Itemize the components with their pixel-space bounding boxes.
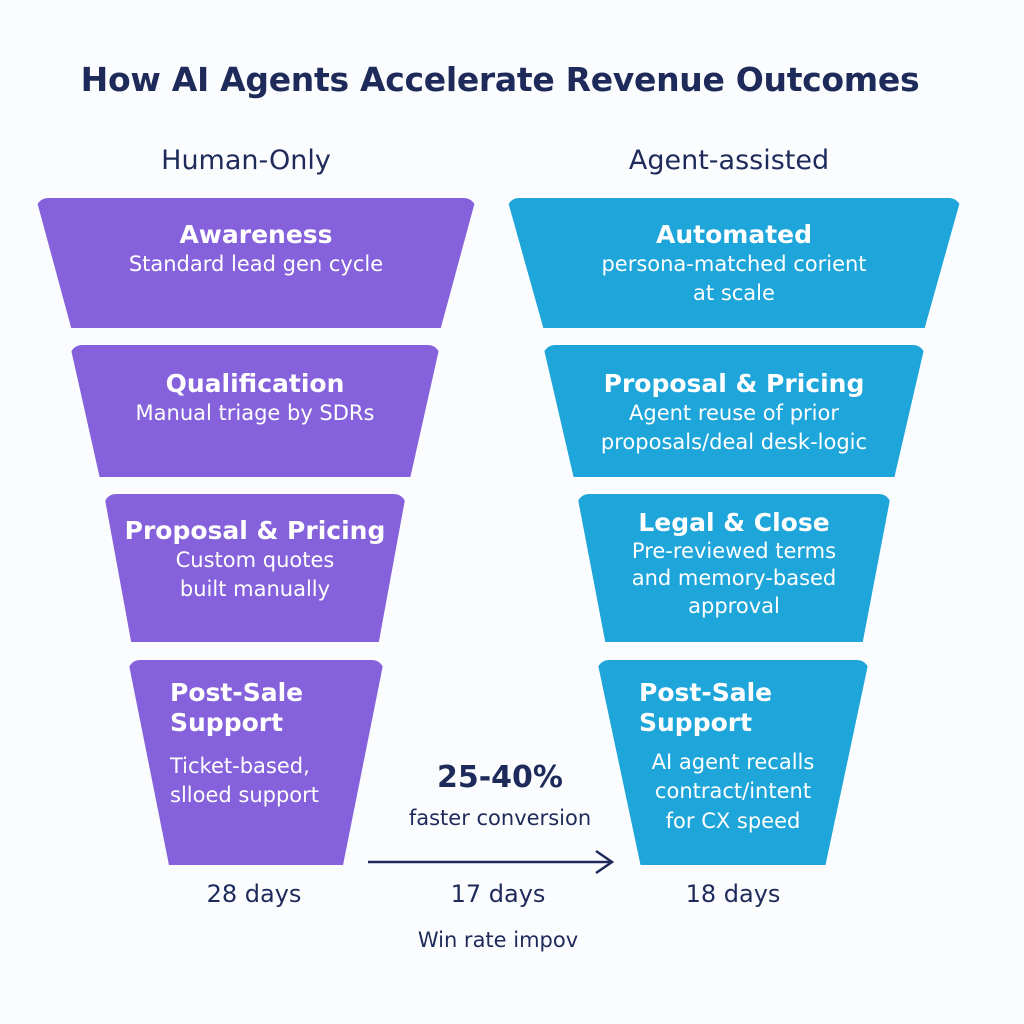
stage-description: Ticket-based, slloed support xyxy=(170,754,320,808)
stage-description: Agent reuse of prior proposals/deal desk… xyxy=(600,401,868,455)
stage-title: Post-Sale Support xyxy=(639,678,773,737)
human-stage-proposal-pricing: Proposal & Pricing Custom quotes built m… xyxy=(104,494,406,642)
arrow-right-icon xyxy=(368,849,615,875)
stage-title: Proposal & Pricing xyxy=(124,516,386,545)
stage-title: Automated xyxy=(656,220,812,249)
human-stage-qualification: Qualification Manual triage by SDRs xyxy=(70,345,440,477)
middle-days: 17 days xyxy=(450,880,546,908)
stage-title: Legal & Close xyxy=(638,508,830,537)
stage-description: Custom quotes built manually xyxy=(175,548,335,602)
agent-stage-legal-close: Legal & Close Pre-reviewed terms and mem… xyxy=(577,494,891,642)
stage-description: Manual triage by SDRs xyxy=(135,401,375,425)
stage-title: Awareness xyxy=(179,220,333,249)
stage-description: Standard lead gen cycle xyxy=(128,252,384,276)
agent-days: 18 days xyxy=(685,880,781,908)
conversion-stat-label: faster conversion xyxy=(408,806,592,830)
stage-description: persona-matched corient at scale xyxy=(601,252,867,306)
human-stage-post-sale-support: Post-Sale Support Ticket-based, slloed s… xyxy=(128,660,384,865)
agent-stage-automated: Automated persona-matched corient at sca… xyxy=(507,198,961,328)
agent-stage-proposal-pricing: Proposal & Pricing Agent reuse of prior … xyxy=(543,345,925,477)
human-days: 28 days xyxy=(206,880,302,908)
human-only-heading: Human-Only xyxy=(161,145,331,176)
stage-description: AI agent recalls contract/intent for CX … xyxy=(651,750,815,833)
conversion-stat-value: 25-40% xyxy=(436,760,563,795)
stage-title: Proposal & Pricing xyxy=(603,369,865,398)
win-rate-label: Win rate impov xyxy=(417,928,579,952)
agent-stage-post-sale-support: Post-Sale Support AI agent recalls contr… xyxy=(597,660,869,865)
agent-assisted-heading: Agent-assisted xyxy=(628,145,830,176)
stage-title: Post-Sale Support xyxy=(170,678,304,737)
stage-description: Pre-reviewed terms and memory-based appr… xyxy=(631,539,837,618)
stage-title: Qualification xyxy=(165,369,345,398)
page-title: How AI Agents Accelerate Revenue Outcome… xyxy=(80,60,920,99)
human-stage-awareness: Awareness Standard lead gen cycle xyxy=(36,198,476,328)
